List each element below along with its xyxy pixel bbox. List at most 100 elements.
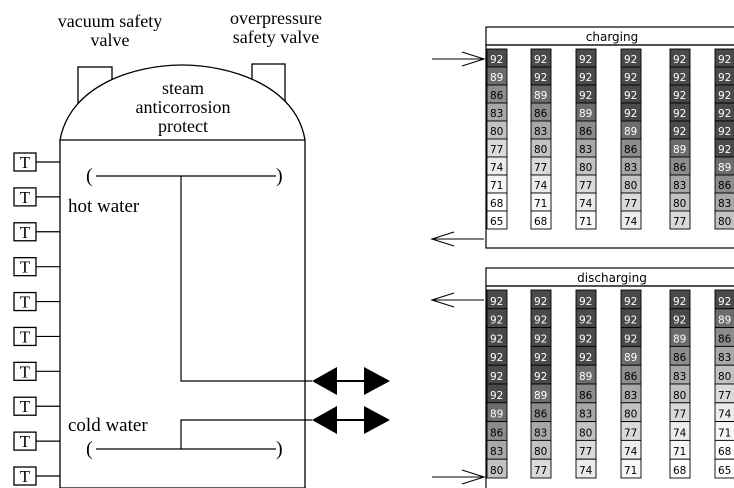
- temperature-value: 92: [673, 72, 686, 84]
- temperature-cell: [575, 458, 597, 479]
- temperature-value: 89: [718, 162, 731, 174]
- temperature-value: 92: [490, 390, 503, 402]
- temperature-value: 80: [579, 427, 592, 439]
- charging-inlet-arrow: [432, 51, 486, 67]
- temperature-value: 83: [718, 352, 731, 364]
- temperature-value: 74: [624, 216, 638, 228]
- temperature-value: 77: [534, 465, 547, 477]
- temperature-value: 89: [624, 126, 637, 138]
- temperature-value: 80: [490, 126, 503, 138]
- temperature-value: 86: [624, 371, 638, 383]
- temperature-value: 80: [534, 144, 547, 156]
- temperature-value: 77: [534, 162, 547, 174]
- temperature-value: 68: [534, 216, 547, 228]
- temperature-value: 92: [490, 296, 503, 308]
- temperature-sensor-label: T: [20, 467, 31, 486]
- temperature-value: 92: [579, 352, 592, 364]
- temperature-value: 92: [624, 333, 637, 345]
- vacuum-valve-label-line2: valve: [91, 30, 130, 50]
- dome-label-line2: anticorrosion: [136, 97, 231, 117]
- temperature-value: 92: [624, 54, 637, 66]
- temperature-value: 68: [490, 198, 503, 210]
- temperature-value: 74: [579, 465, 593, 477]
- temperature-sensor: T: [13, 431, 60, 451]
- cold-pipe: [180, 419, 312, 449]
- temperature-value: 92: [490, 315, 503, 327]
- temperature-sensor: T: [13, 291, 60, 312]
- temperature-value: 92: [624, 72, 637, 84]
- temperature-value: 77: [673, 216, 686, 228]
- cold-pipe-double-arrow: [312, 406, 390, 434]
- bottom-diffuser-right-bracket: ): [276, 438, 283, 460]
- temperature-value: 92: [579, 296, 592, 308]
- temperature-sensor: T: [13, 257, 60, 277]
- temperature-value: 92: [490, 54, 503, 66]
- temperature-value: 77: [673, 409, 686, 421]
- temperature-value: 89: [579, 371, 592, 383]
- hot-pipe-double-arrow: [312, 367, 390, 395]
- overpressure-valve-label-line2: safety valve: [233, 27, 319, 47]
- temperature-value: 92: [718, 144, 731, 156]
- temperature-value: 86: [718, 180, 732, 192]
- temperature-value: 92: [718, 126, 731, 138]
- temperature-value: 80: [718, 371, 731, 383]
- bottom-diffuser-left-bracket: (: [86, 438, 93, 460]
- temperature-value: 74: [579, 198, 593, 210]
- discharging-outlet-arrow: [430, 292, 484, 308]
- temperature-sensor: T: [13, 152, 60, 172]
- temperature-value: 68: [718, 446, 731, 458]
- temperature-value: 92: [673, 296, 686, 308]
- temperature-value: 92: [624, 315, 637, 327]
- temperature-sensor-label: T: [20, 327, 31, 346]
- temperature-value: 92: [718, 54, 731, 66]
- temperature-value: 83: [673, 371, 686, 383]
- temperature-cell: [714, 458, 734, 479]
- temperature-value: 89: [673, 144, 686, 156]
- dome-label-line3: protect: [158, 116, 208, 136]
- storage-tank: vacuum safety valve overpressure safety …: [13, 8, 390, 488]
- temperature-value: 92: [718, 108, 731, 120]
- temperature-value: 92: [534, 371, 547, 383]
- temperature-value: 86: [534, 409, 548, 421]
- dome-label-line1: steam: [162, 78, 204, 98]
- temperature-sensor-label: T: [20, 362, 31, 381]
- temperature-sensor-label: T: [20, 153, 31, 172]
- temperature-value: 92: [624, 90, 637, 102]
- temperature-value: 89: [490, 72, 503, 84]
- temperature-value: 83: [534, 126, 547, 138]
- temperature-value: 83: [579, 409, 592, 421]
- temperature-sensor-label: T: [20, 293, 31, 312]
- temperature-value: 83: [579, 144, 592, 156]
- temperature-value: 92: [673, 315, 686, 327]
- temperature-value: 83: [490, 108, 503, 120]
- temperature-value: 92: [534, 333, 547, 345]
- temperature-value: 92: [673, 108, 686, 120]
- temperature-value: 92: [534, 296, 547, 308]
- temperature-sensor: T: [13, 466, 60, 486]
- charging-title: charging: [586, 30, 638, 44]
- temperature-value: 92: [718, 72, 731, 84]
- temperature-cell: [486, 458, 508, 479]
- temperature-value: 65: [718, 465, 731, 477]
- hot-pipe: [180, 176, 312, 382]
- temperature-sensor-label: T: [20, 258, 31, 277]
- temperature-value: 86: [579, 126, 593, 138]
- temperature-sensor: T: [13, 187, 60, 207]
- temperature-value: 92: [534, 54, 547, 66]
- temperature-value: 77: [718, 390, 731, 402]
- temperature-cell: [620, 210, 642, 230]
- temperature-sensor-label: T: [20, 188, 31, 207]
- temperature-value: 77: [579, 180, 592, 192]
- temperature-value: 80: [579, 162, 592, 174]
- temperature-value: 86: [490, 427, 504, 439]
- temperature-value: 74: [673, 427, 687, 439]
- temperature-value: 92: [579, 315, 592, 327]
